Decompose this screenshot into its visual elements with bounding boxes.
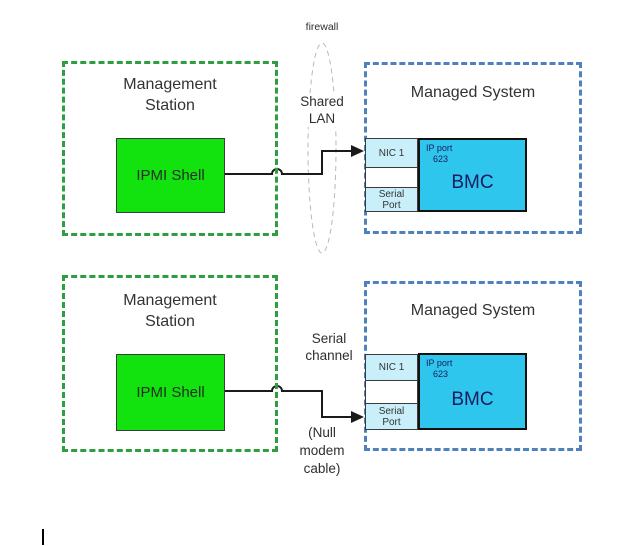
bmc-label-top: BMC xyxy=(451,172,494,193)
bmc-box-bottom: IP port 623 BMC xyxy=(418,353,527,430)
management-station-title-bottom: Management Station xyxy=(123,292,217,330)
nic-box-bottom: NIC 1 xyxy=(366,355,417,381)
ip-port-label-top: IP port xyxy=(426,143,453,153)
ipmi-shell-label-top: IPMI Shell xyxy=(136,167,205,184)
port-column-bottom: NIC 1 Serial Port xyxy=(365,354,418,430)
ipmi-shell-box-bottom: IPMI Shell xyxy=(116,354,225,431)
firewall-label: firewall xyxy=(292,21,352,33)
management-station-box-bottom xyxy=(62,275,278,452)
port-column-top: NIC 1 Serial Port xyxy=(365,138,418,212)
serial-port-box-bottom: Serial Port xyxy=(366,403,417,429)
management-station-box-top xyxy=(62,61,278,236)
management-station-title-top: Management Station xyxy=(123,76,217,114)
serial-port-box-top: Serial Port xyxy=(366,187,417,211)
managed-system-title-top: Managed System xyxy=(410,84,536,101)
port-number-bottom: 623 xyxy=(433,369,449,379)
lan-connector-arrowhead xyxy=(351,145,364,157)
shared-lan-label: Shared LAN xyxy=(291,93,353,127)
managed-system-title-bottom: Managed System xyxy=(410,302,536,319)
firewall-ellipse xyxy=(307,42,337,254)
bmc-box-top: IP port 623 BMC xyxy=(418,138,527,212)
nic-label-bottom: NIC 1 xyxy=(378,362,405,373)
nic-label-top: NIC 1 xyxy=(378,147,405,159)
text-cursor xyxy=(42,529,44,545)
bmc-label-bottom: BMC xyxy=(451,388,494,410)
serial-connector-arrowhead xyxy=(351,411,364,423)
ipmi-shell-box-top: IPMI Shell xyxy=(116,138,225,213)
ipmi-shell-label-bottom: IPMI Shell xyxy=(136,384,205,401)
serial-channel-label: Serial channel xyxy=(296,330,362,364)
serial-port-label-top: Serial Port xyxy=(378,188,405,211)
serial-port-label-bottom: Serial Port xyxy=(378,405,405,428)
null-modem-cable-label: (Null modem cable) xyxy=(290,424,354,478)
nic-box-top: NIC 1 xyxy=(366,139,417,168)
ip-port-label-bottom: IP port xyxy=(426,358,453,368)
port-number-top: 623 xyxy=(433,154,449,164)
